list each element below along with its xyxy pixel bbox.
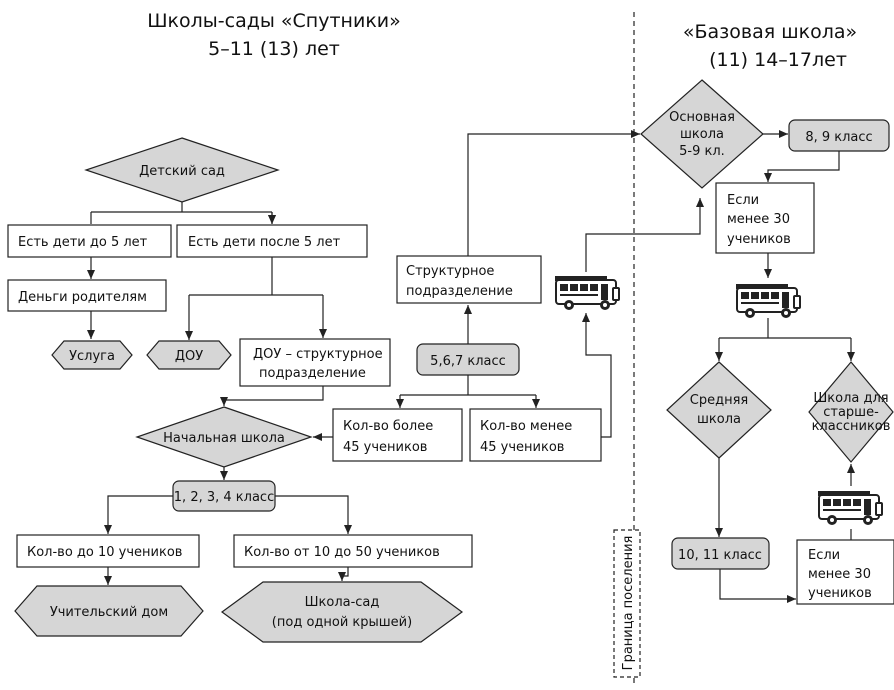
school-bus-icon (735, 283, 801, 319)
dou-hexagon: ДОУ (146, 340, 232, 370)
svg-text:Школа-сад: Школа-сад (305, 595, 380, 610)
svg-text:Основная: Основная (669, 110, 735, 125)
svg-text:менее 30: менее 30 (808, 567, 871, 582)
grades-10-11-box: 10, 11 класс (671, 537, 770, 570)
svg-text:Есть дети после 5 лет: Есть дети после 5 лет (188, 235, 341, 250)
service-hexagon: Услуга (51, 340, 133, 370)
svg-text:Если: Если (727, 193, 759, 208)
kids-under-5-box: Есть дети до 5 лет (7, 224, 172, 258)
if-less-30-box-top: Если менее 30 учеников (715, 182, 815, 254)
svg-text:подразделение: подразделение (259, 366, 366, 381)
svg-text:Детский сад: Детский сад (139, 164, 225, 179)
svg-text:Граница поселения: Граница поселения (621, 536, 636, 671)
svg-text:учеников: учеников (727, 232, 791, 247)
svg-text:Школа для: Школа для (813, 391, 888, 406)
basic-school-decision: Основная школа 5-9 кл. (640, 79, 764, 189)
svg-text:Услуга: Услуга (69, 349, 115, 364)
boundary-label: Граница поселения (613, 529, 641, 678)
svg-text:Начальная школа: Начальная школа (163, 431, 285, 446)
grades-8-9-box: 8, 9 класс (788, 119, 890, 152)
svg-text:45 учеников: 45 учеников (480, 440, 564, 455)
svg-text:5-9 кл.: 5-9 кл. (679, 144, 725, 159)
svg-text:Если: Если (808, 548, 840, 563)
svg-text:5,6,7 класс: 5,6,7 класс (430, 354, 506, 369)
school-bus-icon (554, 275, 620, 311)
left-subtitle: 5–11 (13) лет (208, 38, 340, 60)
grades-1-4-box: 1, 2, 3, 4 класс (172, 480, 276, 512)
svg-text:классников: классников (812, 419, 891, 434)
svg-text:Средняя: Средняя (690, 393, 748, 408)
senior-school-decision: Школа для старше- классников (808, 361, 894, 463)
svg-text:Кол-во до 10 учеников: Кол-во до 10 учеников (27, 545, 182, 560)
up-to-10-box: Кол-во до 10 учеников (16, 534, 200, 568)
less-45-box: Кол-во менее 45 учеников (469, 408, 602, 462)
svg-text:1, 2, 3, 4 класс: 1, 2, 3, 4 класс (174, 490, 274, 505)
svg-text:школа: школа (697, 412, 741, 427)
right-title: «Базовая школа» (683, 21, 857, 43)
svg-text:10, 11 класс: 10, 11 класс (678, 548, 762, 563)
kids-over-5-box: Есть дети после 5 лет (176, 224, 368, 258)
svg-text:Кол-во менее: Кол-во менее (480, 419, 572, 434)
teacher-house-hexagon: Учительский дом (14, 585, 204, 637)
svg-text:(под одной крышей): (под одной крышей) (272, 615, 412, 630)
kindergarten-decision: Детский сад (84, 137, 280, 203)
right-subtitle: (11) 14–17лет (709, 49, 847, 71)
grades-5-7-box: 5,6,7 класс (416, 343, 520, 376)
more-45-box: Кол-во более 45 учеников (332, 408, 463, 462)
primary-school-decision: Начальная школа (135, 406, 313, 468)
svg-text:учеников: учеников (808, 586, 872, 601)
svg-text:Структурное: Структурное (406, 264, 494, 279)
dou-structural-box: ДОУ – структурное подразделение (239, 338, 391, 387)
structural-unit-box: Структурное подразделение (396, 255, 542, 304)
svg-text:школа: школа (680, 127, 724, 142)
svg-text:Учительский дом: Учительский дом (50, 605, 168, 620)
if-less-30-box-bottom: Если менее 30 учеников (796, 539, 894, 605)
school-bus-icon (817, 490, 883, 526)
svg-text:старше-: старше- (823, 405, 879, 420)
svg-text:менее 30: менее 30 (727, 212, 790, 227)
svg-text:Кол-во от 10 до 50 учеников: Кол-во от 10 до 50 учеников (244, 545, 440, 560)
range-10-50-box: Кол-во от 10 до 50 учеников (233, 534, 473, 568)
svg-text:ДОУ – структурное: ДОУ – структурное (253, 347, 383, 362)
svg-text:подразделение: подразделение (406, 284, 513, 299)
svg-text:Деньги родителям: Деньги родителям (18, 290, 147, 305)
money-to-parents-box: Деньги родителям (7, 279, 167, 312)
svg-text:Есть дети до 5 лет: Есть дети до 5 лет (18, 235, 148, 250)
svg-text:8, 9 класс: 8, 9 класс (805, 130, 872, 145)
left-title: Школы-сады «Спутники» (147, 10, 401, 32)
middle-school-decision: Средняя школа (666, 361, 772, 459)
svg-text:Кол-во более: Кол-во более (343, 419, 433, 434)
svg-text:ДОУ: ДОУ (175, 349, 203, 364)
school-garden-hexagon: Школа-сад (под одной крышей) (220, 581, 464, 643)
svg-text:45 учеников: 45 учеников (343, 440, 427, 455)
